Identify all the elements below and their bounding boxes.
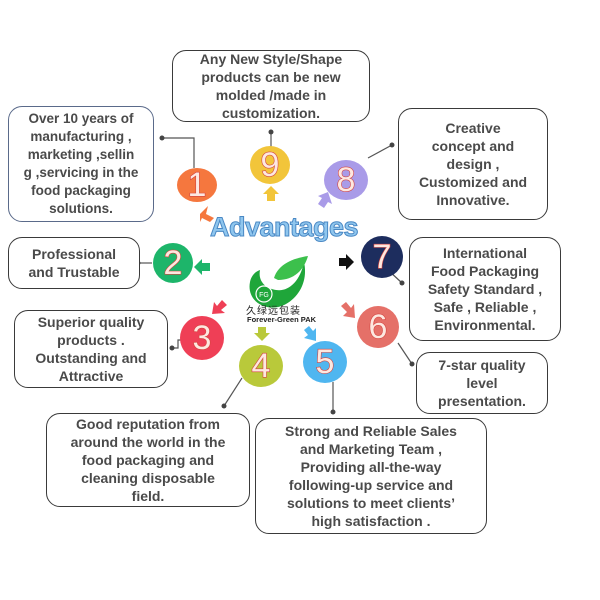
- number-badge-2: 2: [153, 243, 193, 283]
- number-badge-7: 7: [361, 236, 403, 278]
- number-badge-8: 8: [324, 160, 368, 200]
- logo-leaf-icon: [274, 256, 308, 280]
- advantage-text-9: Any New Style/Shape products can be new …: [199, 51, 343, 121]
- arrow-icon-4: [254, 327, 270, 341]
- diagram-title: Advantages: [209, 212, 359, 243]
- number-badge-4: 4: [239, 345, 283, 387]
- advantage-box-5: Strong and Reliable Sales and Marketing …: [255, 418, 487, 534]
- number-badge-5: 5: [303, 341, 347, 383]
- connector-dot-4: [221, 403, 227, 409]
- connector-1: [162, 137, 195, 168]
- advantage-box-9: Any New Style/Shape products can be new …: [172, 50, 370, 122]
- connector-dot-3: [169, 345, 175, 351]
- number-badge-6: 6: [357, 306, 399, 348]
- connector-4: [223, 377, 243, 407]
- advantage-text-6: 7-star quality level presentation.: [438, 357, 526, 409]
- arrow-icon-6: [341, 302, 355, 318]
- advantage-text-1: Over 10 years of manufacturing , marketi…: [23, 111, 139, 216]
- advantage-text-5: Strong and Reliable Sales and Marketing …: [285, 423, 457, 529]
- advantage-text-2: Professional and Trustable: [28, 246, 120, 280]
- advantage-box-7: International Food Packaging Safety Stan…: [409, 237, 561, 341]
- arrow-icon-1: [200, 206, 214, 222]
- logo-chinese-name: 久绿远包装: [246, 306, 301, 317]
- number-badge-1: 1: [177, 165, 217, 204]
- company-logo: FG: [249, 256, 308, 308]
- advantage-text-3: Superior quality products . Outstanding …: [35, 314, 147, 384]
- connector-dot-6: [409, 361, 415, 367]
- advantage-text-4: Good reputation from around the world in…: [70, 416, 226, 504]
- advantage-box-2: Professional and Trustable: [8, 237, 140, 289]
- advantage-box-1: Over 10 years of manufacturing , marketi…: [8, 106, 154, 222]
- connector-dot-9: [268, 129, 274, 135]
- connector-6: [397, 342, 413, 365]
- advantage-box-6: 7-star quality level presentation.: [416, 352, 548, 414]
- arrow-icon-9: [263, 186, 279, 201]
- advantage-box-8: Creative concept and design , Customized…: [398, 108, 548, 220]
- connector-8: [367, 144, 393, 159]
- advantage-text-8: Creative concept and design , Customized…: [418, 120, 528, 208]
- logo-english-name: Forever-Green PAK: [247, 315, 317, 324]
- connector-dot-5: [330, 409, 336, 415]
- arrow-icon-3: [212, 300, 227, 314]
- number-badge-9: 9: [250, 145, 290, 184]
- connector-dot-1: [159, 135, 165, 141]
- arrow-icon-8: [318, 192, 332, 208]
- number-badge-3: 3: [180, 316, 224, 360]
- arrow-icon-5: [304, 326, 316, 341]
- connector-dot-7: [399, 280, 405, 286]
- advantage-box-3: Superior quality products . Outstanding …: [14, 310, 168, 388]
- connector-dot-8: [389, 142, 395, 148]
- logo-initials: FG: [259, 292, 269, 299]
- arrow-icon-7: [339, 254, 354, 270]
- advantage-text-7: International Food Packaging Safety Stan…: [427, 245, 543, 333]
- logo-badge: [255, 285, 273, 303]
- advantage-box-4: Good reputation from around the world in…: [46, 413, 250, 507]
- arrow-icon-2: [194, 259, 210, 275]
